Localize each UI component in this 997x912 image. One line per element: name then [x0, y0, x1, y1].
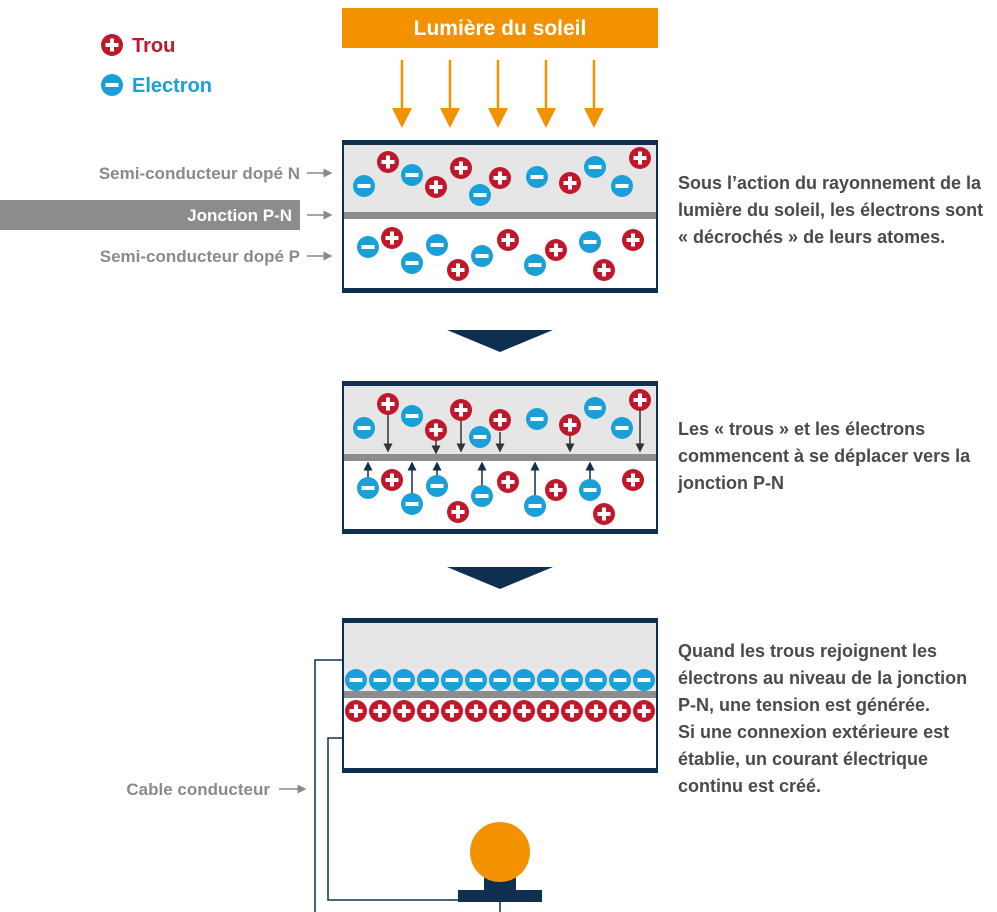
n-doped-label: Semi-conducteur dopé N [99, 164, 300, 183]
flow-chevron-icon [447, 567, 553, 589]
step-2-description: Les « trous » et les électrons commencen… [678, 416, 988, 497]
legend-hole-label: Trou [132, 35, 175, 57]
junction-band [342, 212, 658, 219]
step-3-description: Quand les trous rejoignent les électrons… [678, 638, 988, 800]
sunlight-label: Lumière du soleil [414, 17, 587, 40]
legend-electron-label: Electron [132, 75, 212, 97]
step-1-text: Sous l’action du rayonnement de la lumiè… [678, 173, 984, 247]
p-doped-label: Semi-conducteur dopé P [100, 247, 300, 266]
legend-electron-icon [101, 74, 123, 96]
junction-band [342, 454, 658, 461]
drift-arrows-electrons [363, 461, 595, 496]
junction-label-bar [0, 200, 300, 230]
sunlight-banner: Lumière du soleil [342, 8, 658, 48]
step-2-text: Les « trous » et les électrons commencen… [678, 419, 971, 493]
light-rays [392, 60, 604, 128]
cell-panel-2 [342, 381, 658, 534]
drift-arrows-holes [383, 410, 645, 455]
legend: Trou Electron [101, 34, 212, 97]
junction-label: Jonction P-N [187, 206, 292, 225]
legend-hole-icon [101, 34, 123, 56]
light-bulb-icon [458, 822, 542, 902]
flow-chevron-icon [447, 330, 553, 352]
cable-label: Cable conducteur [126, 780, 270, 799]
cell-panel-3 [342, 618, 658, 773]
layer-labels: Semi-conducteur dopé N Jonction P-N Semi… [0, 164, 333, 266]
step-3-text-2: Si une connexion extérieure est établie,… [678, 722, 950, 796]
junction-band [342, 691, 658, 698]
step-1-description: Sous l’action du rayonnement de la lumiè… [678, 170, 988, 251]
cell-panel-1 [342, 140, 658, 293]
step-3-text: Quand les trous rejoignent les électrons… [678, 641, 968, 715]
